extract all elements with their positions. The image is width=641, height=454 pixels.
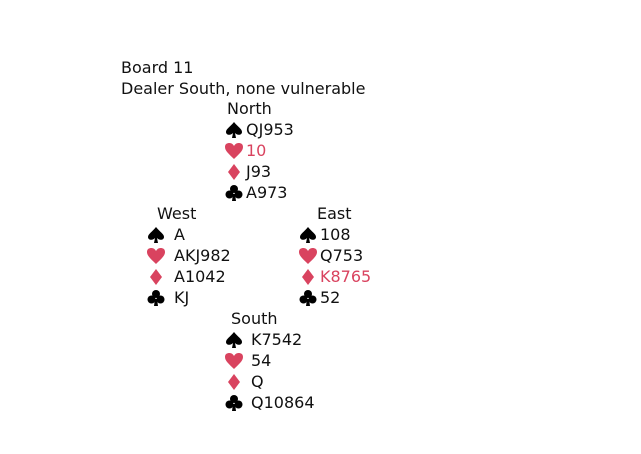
north-hand: North QJ953 10 J93 A973 xyxy=(224,98,294,203)
north-diamonds-row: J93 xyxy=(224,161,294,182)
east-hearts-row: Q753 xyxy=(298,245,371,266)
heart-icon xyxy=(224,352,244,370)
heart-icon xyxy=(146,247,166,265)
east-seat-label: East xyxy=(317,204,352,223)
west-clubs-cards: KJ xyxy=(174,288,190,307)
west-seat-label: West xyxy=(157,204,197,223)
west-spades-cards: A xyxy=(174,225,185,244)
north-spades-cards: QJ953 xyxy=(246,120,294,139)
diamond-icon xyxy=(298,268,318,286)
north-hearts-row: 10 xyxy=(224,140,294,161)
south-diamonds-row: Q xyxy=(224,371,315,392)
west-diamonds-row: A1042 xyxy=(146,266,231,287)
east-diamonds-row: K8765 xyxy=(298,266,371,287)
south-hearts-cards: 54 xyxy=(251,351,272,370)
east-hearts-cards: Q753 xyxy=(320,246,364,265)
east-spades-cards: 108 xyxy=(320,225,351,244)
south-hand: South K7542 54 Q Q10864 xyxy=(224,308,315,413)
club-icon xyxy=(224,184,244,202)
north-clubs-row: A973 xyxy=(224,182,294,203)
west-spades-row: A xyxy=(146,224,231,245)
board-header: Board 11 Dealer South, none vulnerable xyxy=(121,57,365,99)
diamond-icon xyxy=(146,268,166,286)
diamond-icon xyxy=(224,163,244,181)
west-clubs-row: KJ xyxy=(146,287,231,308)
north-spades-row: QJ953 xyxy=(224,119,294,140)
south-seat-label: South xyxy=(231,309,278,328)
south-diamonds-cards: Q xyxy=(251,372,264,391)
club-icon xyxy=(224,394,244,412)
east-hand: East 108 Q753 K8765 52 xyxy=(298,203,371,308)
heart-icon xyxy=(224,142,244,160)
south-clubs-row: Q10864 xyxy=(224,392,315,413)
diamond-icon xyxy=(224,373,244,391)
east-diamonds-cards: K8765 xyxy=(320,267,372,286)
spade-icon xyxy=(298,226,318,244)
south-clubs-cards: Q10864 xyxy=(251,393,315,412)
north-clubs-cards: A973 xyxy=(246,183,288,202)
heart-icon xyxy=(298,247,318,265)
north-hearts-cards: 10 xyxy=(246,141,267,160)
spade-icon xyxy=(224,121,244,139)
board-title: Board 11 xyxy=(121,58,194,77)
west-hearts-cards: AKJ982 xyxy=(174,246,231,265)
club-icon xyxy=(146,289,166,307)
east-clubs-row: 52 xyxy=(298,287,371,308)
spade-icon xyxy=(146,226,166,244)
east-spades-row: 108 xyxy=(298,224,371,245)
west-hand: West A AKJ982 A1042 KJ xyxy=(146,203,231,308)
north-seat-label: North xyxy=(227,99,272,118)
north-diamonds-cards: J93 xyxy=(246,162,272,181)
west-diamonds-cards: A1042 xyxy=(174,267,226,286)
south-spades-cards: K7542 xyxy=(251,330,303,349)
spade-icon xyxy=(224,331,244,349)
board-subtitle: Dealer South, none vulnerable xyxy=(121,79,366,98)
west-hearts-row: AKJ982 xyxy=(146,245,231,266)
club-icon xyxy=(298,289,318,307)
south-hearts-row: 54 xyxy=(224,350,315,371)
south-spades-row: K7542 xyxy=(224,329,315,350)
east-clubs-cards: 52 xyxy=(320,288,341,307)
